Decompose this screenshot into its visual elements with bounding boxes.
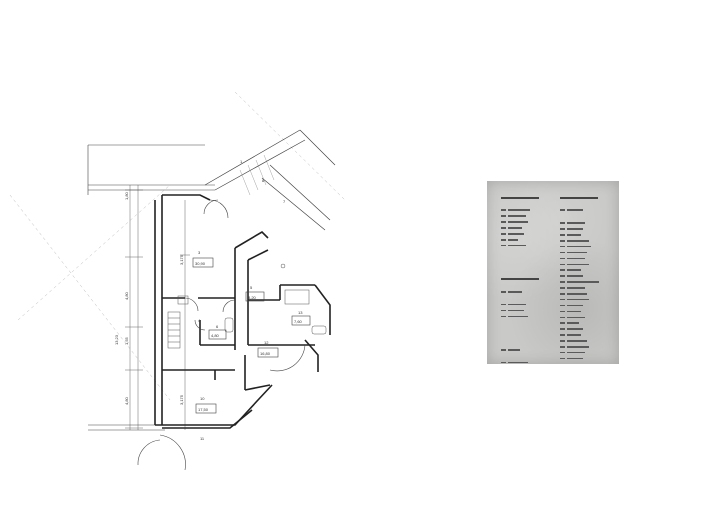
room-number: 6	[216, 324, 219, 329]
legend-line	[501, 327, 557, 333]
legend-line	[560, 238, 616, 243]
svg-text:4,80: 4,80	[124, 291, 129, 300]
legend-line	[560, 315, 616, 320]
room-number: 10	[200, 396, 205, 401]
room-number: 7	[283, 199, 286, 204]
legend-line	[501, 208, 557, 213]
legend-line	[560, 285, 616, 290]
legend-line	[560, 332, 616, 337]
room-area: 16,80	[260, 351, 271, 356]
room-area: 8,20	[248, 295, 257, 300]
legend-line	[560, 309, 616, 314]
legend-line	[560, 232, 616, 237]
legend-line	[501, 243, 557, 248]
room-area: 4,80	[211, 333, 220, 338]
legend-line	[560, 201, 616, 207]
legend-line	[501, 220, 557, 225]
legend-line	[560, 327, 616, 332]
legend-line	[560, 208, 616, 213]
legend-line	[501, 353, 557, 359]
legend-column-left	[501, 195, 557, 364]
room-number: 4	[198, 318, 201, 323]
legend-line	[560, 338, 616, 343]
legend-line	[560, 268, 616, 273]
legend-line	[501, 347, 557, 352]
legend-line	[501, 225, 557, 230]
legend-line	[560, 350, 616, 355]
legend-line	[501, 214, 557, 219]
legend-line	[560, 221, 616, 226]
legend-line	[501, 231, 557, 236]
legend-line	[501, 277, 557, 282]
legend-line	[560, 226, 616, 231]
legend-line	[501, 195, 557, 200]
legend-line	[501, 263, 557, 269]
legend-line	[501, 334, 557, 340]
legend-line	[560, 297, 616, 302]
legend-line	[560, 244, 616, 249]
svg-text:1,80: 1,80	[124, 191, 129, 200]
room-area: 7,60	[294, 319, 303, 324]
legend-line	[501, 308, 557, 313]
legend-column-right	[560, 195, 616, 364]
room-number: 1	[240, 159, 243, 164]
room-legend-sheet	[487, 181, 619, 364]
legend-line	[560, 344, 616, 349]
room-number: 5	[250, 285, 253, 290]
room-number: 12	[264, 340, 269, 345]
room-area: 17,50	[198, 407, 209, 412]
svg-text:3,175: 3,175	[179, 254, 184, 265]
legend-line	[501, 249, 557, 255]
room-number: 8	[262, 178, 265, 183]
legend-line	[501, 237, 557, 242]
legend-line	[560, 195, 616, 200]
room-number: 11	[200, 436, 205, 441]
legend-line	[560, 274, 616, 279]
legend-line	[501, 340, 557, 346]
legend-line	[560, 362, 616, 364]
svg-text:4,80: 4,80	[124, 396, 129, 405]
legend-line	[501, 314, 557, 319]
legend-line	[560, 291, 616, 296]
legend-line	[560, 214, 616, 220]
legend-line	[501, 270, 557, 276]
legend-line	[501, 302, 557, 307]
room-number: 13	[298, 310, 303, 315]
legend-line	[560, 303, 616, 308]
legend-line	[501, 320, 557, 326]
svg-text:13,23: 13,23	[114, 334, 119, 345]
legend-line	[560, 262, 616, 267]
legend-line	[560, 279, 616, 284]
svg-text:1,55: 1,55	[124, 336, 129, 345]
legend-line	[501, 201, 557, 207]
floor-plan-drawing: 1,80 4,80 1,55 4,80 13,23 3,175 3,175	[9, 91, 346, 471]
legend-line	[501, 282, 557, 288]
legend-line	[501, 289, 557, 294]
room-number: 3	[198, 250, 201, 255]
legend-line	[560, 250, 616, 255]
legend-line	[501, 295, 557, 301]
legend-line	[560, 356, 616, 361]
legend-line	[560, 321, 616, 326]
svg-text:3,175: 3,175	[179, 394, 184, 405]
legend-line	[501, 256, 557, 262]
legend-line	[501, 360, 557, 364]
legend-line	[560, 256, 616, 261]
room-area: 30,90	[195, 261, 206, 266]
